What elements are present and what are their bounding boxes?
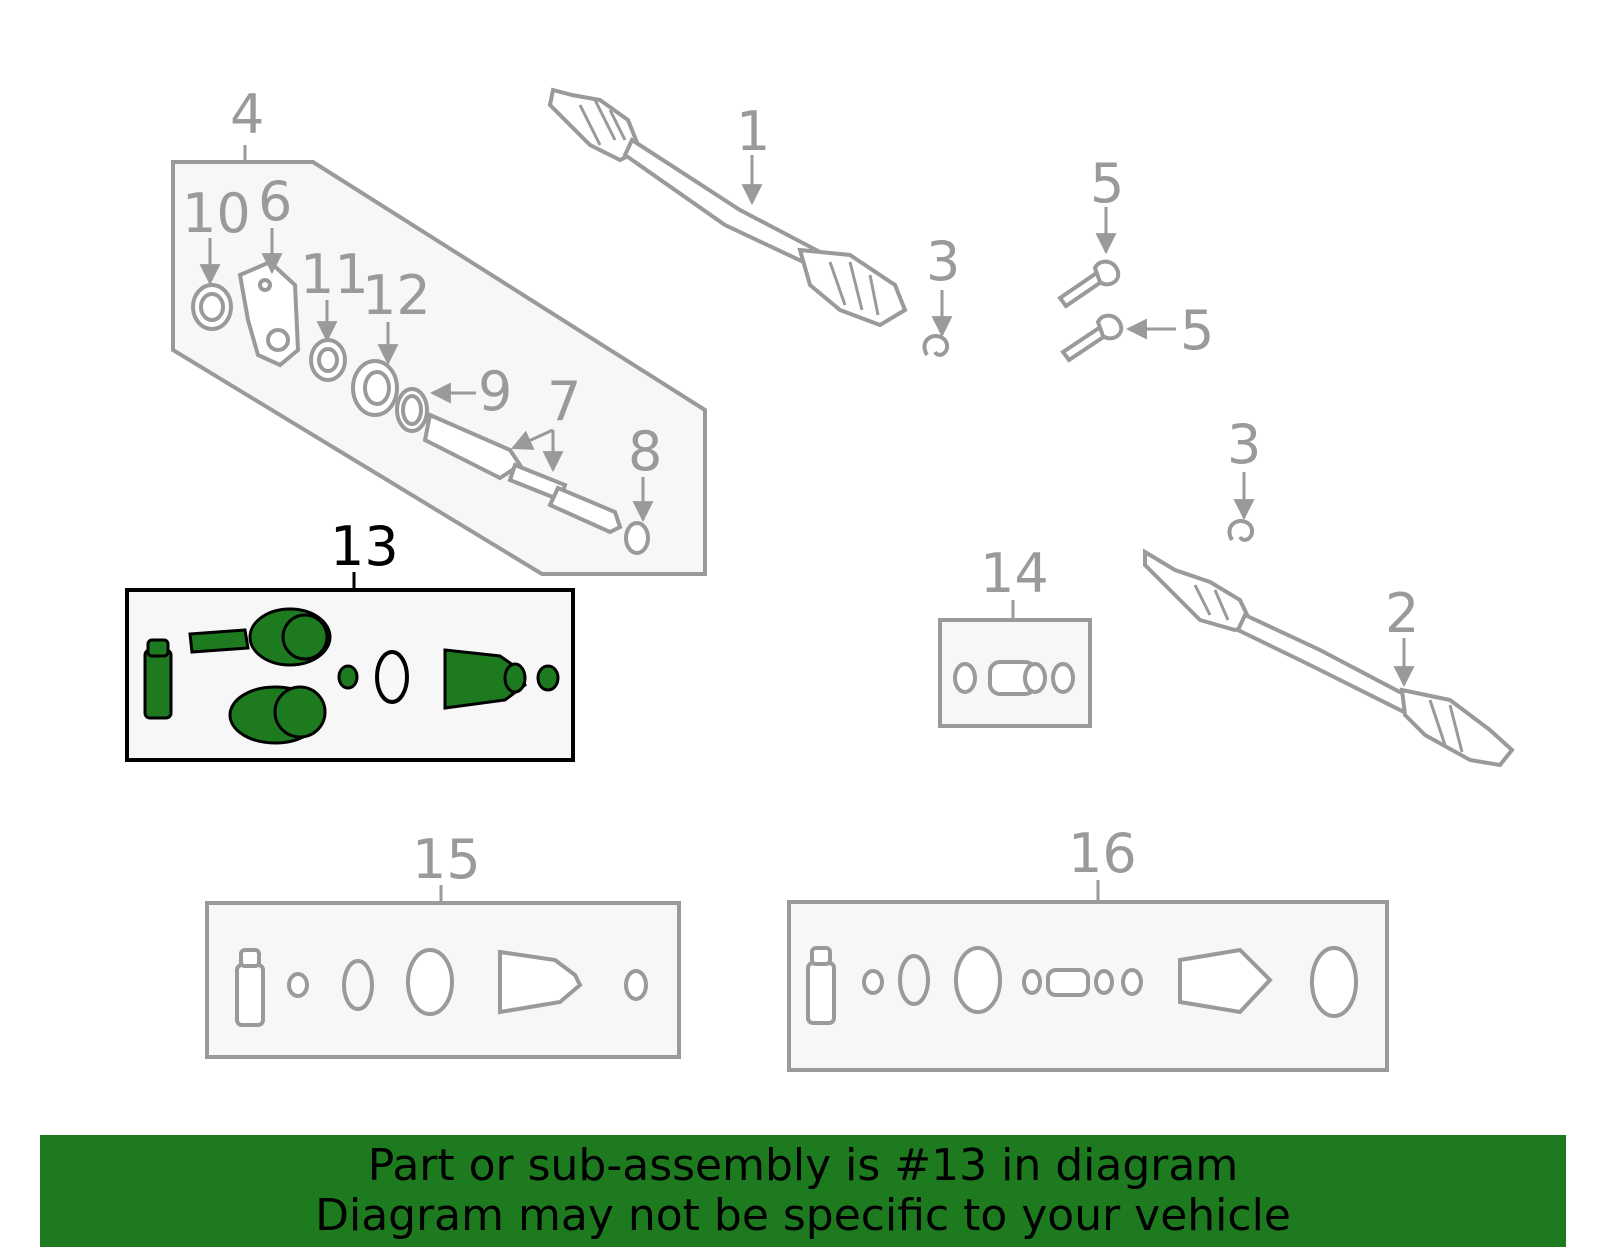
assembly-16-panel[interactable] [787,880,1389,1072]
part-7-intermediate-shaft[interactable] [422,412,623,535]
callout-3-lower[interactable]: 3 [1227,413,1261,476]
callout-7[interactable]: 7 [547,370,581,433]
part-3-clip-upper[interactable] [922,334,950,357]
part-13-grease-tube [143,638,173,720]
part-3-clip-lower[interactable] [1227,519,1255,542]
callout-15[interactable]: 15 [412,828,481,891]
banner-line-1: Part or sub-assembly is #13 in diagram [367,1140,1239,1191]
part-11-bearing[interactable] [309,338,347,382]
callout-5-upper[interactable]: 5 [1090,152,1124,215]
part-13-boot [443,648,527,710]
callout-8[interactable]: 8 [628,420,662,483]
part-13-clip [337,664,359,690]
info-banner: Part or sub-assembly is #13 in diagram D… [40,1135,1566,1247]
assembly-4-panel [171,145,707,576]
part-5-bolt-upper[interactable] [1057,259,1121,309]
callout-10[interactable]: 10 [182,182,251,245]
callout-16[interactable]: 16 [1068,822,1137,885]
part-13-outer-joint [188,607,332,667]
part-10-seal[interactable] [191,283,233,331]
leader-lines [199,155,1415,688]
callout-6[interactable]: 6 [258,170,292,233]
assembly-15-panel[interactable] [205,885,681,1059]
part-13-band [536,664,560,692]
callout-3-upper[interactable]: 3 [926,230,960,293]
callout-13[interactable]: 13 [330,515,399,578]
part-5-bolt-lower[interactable] [1060,313,1124,363]
banner-line-2: Diagram may not be specific to your vehi… [315,1190,1291,1241]
part-12-seal[interactable] [351,359,399,417]
callout-2[interactable]: 2 [1385,582,1419,645]
part-6-bracket[interactable] [237,259,301,368]
part-9-ring[interactable] [395,387,429,433]
callout-5-lower[interactable]: 5 [1180,299,1214,362]
part-8-clip[interactable] [624,521,650,555]
part-2-axle-shaft[interactable] [1143,548,1515,768]
callout-1[interactable]: 1 [736,100,770,163]
callout-9[interactable]: 9 [478,360,512,423]
part-13-inner-housing [228,685,327,745]
part-13-snap-ring [375,650,409,704]
callout-11[interactable]: 11 [300,243,369,306]
callout-4[interactable]: 4 [230,83,264,146]
callout-14[interactable]: 14 [980,542,1049,605]
callout-labels: 1 2 3 3 4 5 5 6 7 8 9 10 11 12 13 14 15 … [182,83,1419,891]
part-1-axle-shaft[interactable] [547,87,908,328]
assembly-14-panel[interactable] [938,600,1092,728]
callout-12[interactable]: 12 [362,264,431,327]
